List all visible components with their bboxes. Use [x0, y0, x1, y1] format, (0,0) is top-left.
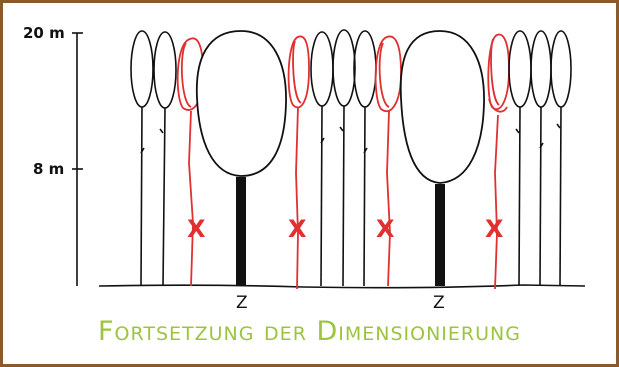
tree-diagram: 20 m 8 m X Z X	[3, 3, 616, 313]
slender-tree	[333, 30, 355, 286]
z-label: Z	[236, 293, 248, 313]
z-label: Z	[433, 293, 445, 313]
caption: Fortsetzung der Dimensionierung	[0, 316, 619, 347]
slender-tree	[354, 31, 376, 286]
cross-mark: X	[376, 215, 395, 243]
z-tree	[197, 31, 286, 286]
removed-tree	[376, 36, 401, 286]
removed-tree	[488, 35, 509, 289]
slender-tree	[131, 31, 153, 286]
slender-tree	[551, 31, 571, 286]
cross-mark: X	[485, 215, 504, 243]
removed-tree	[289, 36, 309, 289]
cross-mark: X	[187, 215, 206, 243]
cross-mark: X	[288, 215, 307, 243]
slender-tree	[509, 31, 531, 286]
z-tree	[401, 31, 484, 286]
label-8m: 8 m	[33, 160, 64, 178]
label-20m: 20 m	[23, 24, 65, 42]
slender-tree	[531, 31, 551, 286]
slender-tree	[154, 32, 176, 286]
ground-line	[99, 285, 585, 288]
slender-tree	[311, 32, 333, 286]
